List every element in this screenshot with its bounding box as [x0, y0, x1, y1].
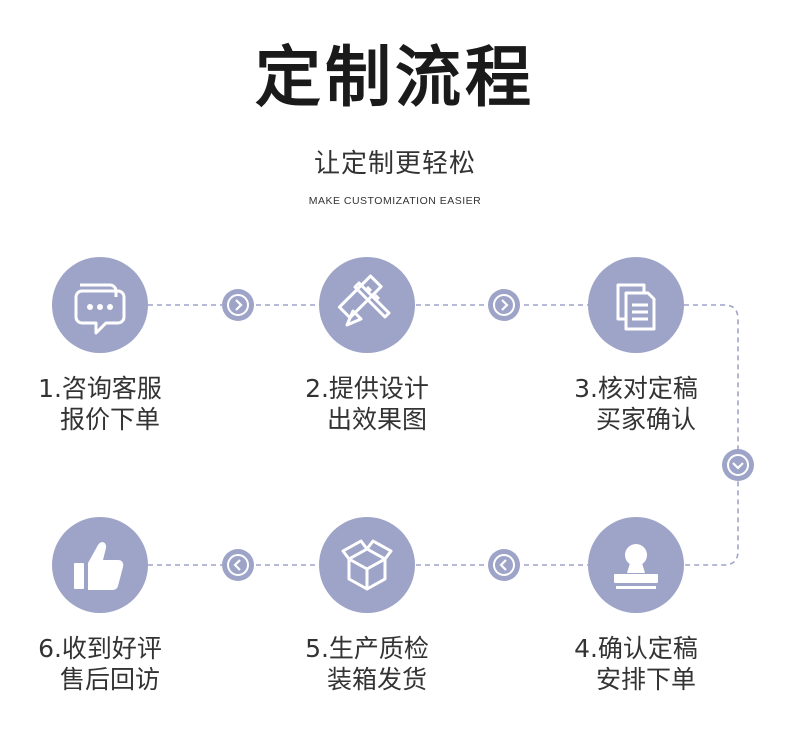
page-title: 定制流程	[255, 39, 535, 116]
step-1-circle	[52, 257, 148, 353]
arrow-right-icon	[222, 289, 254, 321]
step-1-label: 1.咨询客服 报价下单	[38, 374, 162, 434]
arrow-left-icon	[488, 549, 520, 581]
arrow-down-icon	[722, 449, 754, 481]
documents-icon	[616, 283, 656, 331]
step-2-label: 2.提供设计 出效果图	[305, 374, 429, 434]
step-5-label: 5.生产质检 装箱发货	[305, 634, 429, 694]
thumbs-up-icon	[74, 542, 124, 590]
page-subtitle: 让定制更轻松	[313, 149, 476, 179]
arrow-left-icon	[222, 549, 254, 581]
step-2-circle	[319, 257, 415, 353]
step-5-circle	[319, 517, 415, 613]
step-4-circle	[588, 517, 684, 613]
step-3-circle	[588, 257, 684, 353]
step-4-label: 4.确认定稿 安排下单	[574, 634, 698, 694]
arrow-right-icon	[488, 289, 520, 321]
page-subtitle-english: MAKE CUSTOMIZATION EASIER	[308, 195, 482, 207]
step-6-circle	[52, 517, 148, 613]
pencil-ruler-icon	[337, 274, 391, 327]
step-3-label: 3.核对定稿 买家确认	[574, 374, 698, 434]
box-icon	[341, 539, 393, 591]
step-6-label: 6.收到好评 售后回访	[38, 634, 162, 694]
stamp-icon	[614, 544, 658, 589]
chat-bubble-icon	[74, 283, 126, 335]
